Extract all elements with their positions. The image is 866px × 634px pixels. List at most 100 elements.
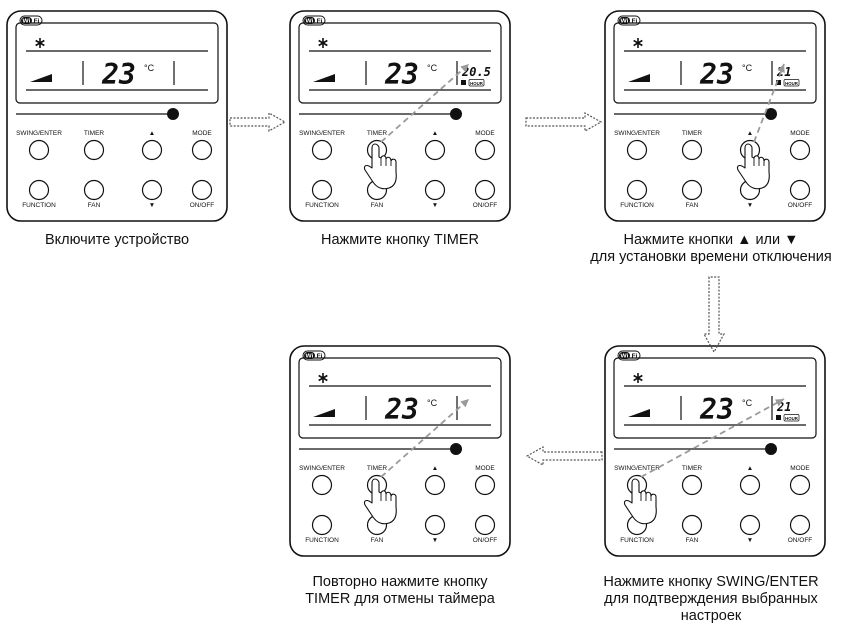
- indicator-led: [765, 443, 777, 455]
- mode-label: MODE: [790, 465, 810, 472]
- snowflake-icon: [318, 38, 328, 48]
- on-off-button[interactable]: [789, 179, 811, 201]
- up-button[interactable]: [424, 474, 446, 496]
- wifi-badge-text-right: Fi: [34, 18, 40, 25]
- fan-speed-bars-icon: [628, 74, 650, 82]
- timer-button[interactable]: [83, 139, 105, 161]
- remote-body: [289, 10, 511, 222]
- down-button[interactable]: [141, 179, 163, 201]
- function-label: FUNCTION: [22, 202, 56, 209]
- up-label: ▲: [432, 465, 438, 472]
- timer-unit-label: HOUR: [785, 416, 799, 421]
- timer-digits: 20.5: [461, 65, 491, 79]
- down-label: ▼: [432, 537, 438, 544]
- fan-button[interactable]: [681, 514, 703, 536]
- wifi-badge-text-right: Fi: [317, 353, 323, 360]
- fan-label: FAN: [371, 202, 384, 209]
- temperature-digits: 23: [384, 58, 419, 91]
- fan-button[interactable]: [681, 179, 703, 201]
- mode-label: MODE: [475, 465, 495, 472]
- on-off-button[interactable]: [474, 179, 496, 201]
- on-off-label: ON/OFF: [788, 537, 813, 544]
- mode-button[interactable]: [474, 474, 496, 496]
- timer-unit-badge: HOUR: [783, 79, 800, 87]
- down-label: ▼: [747, 202, 753, 209]
- wifi-badge-text-right: Fi: [632, 353, 638, 360]
- up-button[interactable]: [141, 139, 163, 161]
- up-button[interactable]: [424, 139, 446, 161]
- fan-button[interactable]: [83, 179, 105, 201]
- fan-label: FAN: [371, 537, 384, 544]
- wifi-badge-text-right: Fi: [632, 18, 638, 25]
- timer-unit-label: HOUR: [785, 81, 799, 86]
- on-off-button[interactable]: [789, 514, 811, 536]
- down-label: ▼: [747, 537, 753, 544]
- lcd-frame: [298, 22, 502, 104]
- function-button[interactable]: [311, 514, 333, 536]
- pointing-hand-icon: [736, 143, 770, 190]
- down-label: ▼: [149, 202, 155, 209]
- function-button[interactable]: [28, 179, 50, 201]
- temperature-unit: °C: [427, 63, 438, 73]
- up-button[interactable]: [739, 474, 761, 496]
- remote-body: [604, 345, 826, 557]
- swing-enter-button[interactable]: [311, 139, 333, 161]
- swing-enter-button[interactable]: [311, 474, 333, 496]
- up-label: ▲: [149, 130, 155, 137]
- down-button[interactable]: [424, 514, 446, 536]
- snowflake-icon: [318, 373, 328, 383]
- down-button[interactable]: [739, 514, 761, 536]
- on-off-button[interactable]: [474, 514, 496, 536]
- function-button[interactable]: [626, 179, 648, 201]
- temperature-digits: 23: [101, 58, 136, 91]
- pointer-arrow: [753, 63, 785, 143]
- on-off-button[interactable]: [191, 179, 213, 201]
- mode-label: MODE: [192, 130, 212, 137]
- temperature-digits: 23: [384, 393, 419, 426]
- fan-speed-bars-icon: [313, 74, 335, 82]
- swing-enter-label: SWING/ENTER: [16, 130, 62, 137]
- remote-body: [604, 10, 826, 222]
- wifi-badge-text-right: Fi: [317, 18, 323, 25]
- pointer-arrow: [640, 398, 785, 478]
- pointing-hand-icon: [363, 478, 397, 525]
- swing-enter-label: SWING/ENTER: [299, 465, 345, 472]
- wifi-badge-text-left: Wi: [306, 353, 314, 360]
- lcd-frame: [15, 22, 219, 104]
- function-button[interactable]: [311, 179, 333, 201]
- temperature-unit: °C: [742, 398, 753, 408]
- on-off-label: ON/OFF: [473, 537, 498, 544]
- on-off-label: ON/OFF: [788, 202, 813, 209]
- fan-speed-bars-icon: [313, 409, 335, 417]
- swing-enter-label: SWING/ENTER: [614, 465, 660, 472]
- mode-button[interactable]: [474, 139, 496, 161]
- mode-button[interactable]: [789, 474, 811, 496]
- timer-button[interactable]: [681, 474, 703, 496]
- wifi-badge-text-left: Wi: [621, 353, 629, 360]
- indicator-led: [765, 108, 777, 120]
- mode-label: MODE: [475, 130, 495, 137]
- fan-speed-bars-icon: [628, 409, 650, 417]
- swing-enter-button[interactable]: [626, 139, 648, 161]
- step-4-caption: Нажмите кнопку SWING/ENTER для подтвержд…: [603, 574, 819, 624]
- step-1-caption: Включите устройство: [44, 232, 190, 248]
- timer-button[interactable]: [681, 139, 703, 161]
- mode-button[interactable]: [191, 139, 213, 161]
- function-label: FUNCTION: [305, 202, 339, 209]
- remote-body: [289, 345, 511, 557]
- on-off-label: ON/OFF: [190, 202, 215, 209]
- mode-button[interactable]: [789, 139, 811, 161]
- swing-enter-button[interactable]: [28, 139, 50, 161]
- down-button[interactable]: [424, 179, 446, 201]
- temperature-digits: 23: [699, 393, 734, 426]
- function-label: FUNCTION: [620, 537, 654, 544]
- timer-off-icon: [461, 80, 466, 85]
